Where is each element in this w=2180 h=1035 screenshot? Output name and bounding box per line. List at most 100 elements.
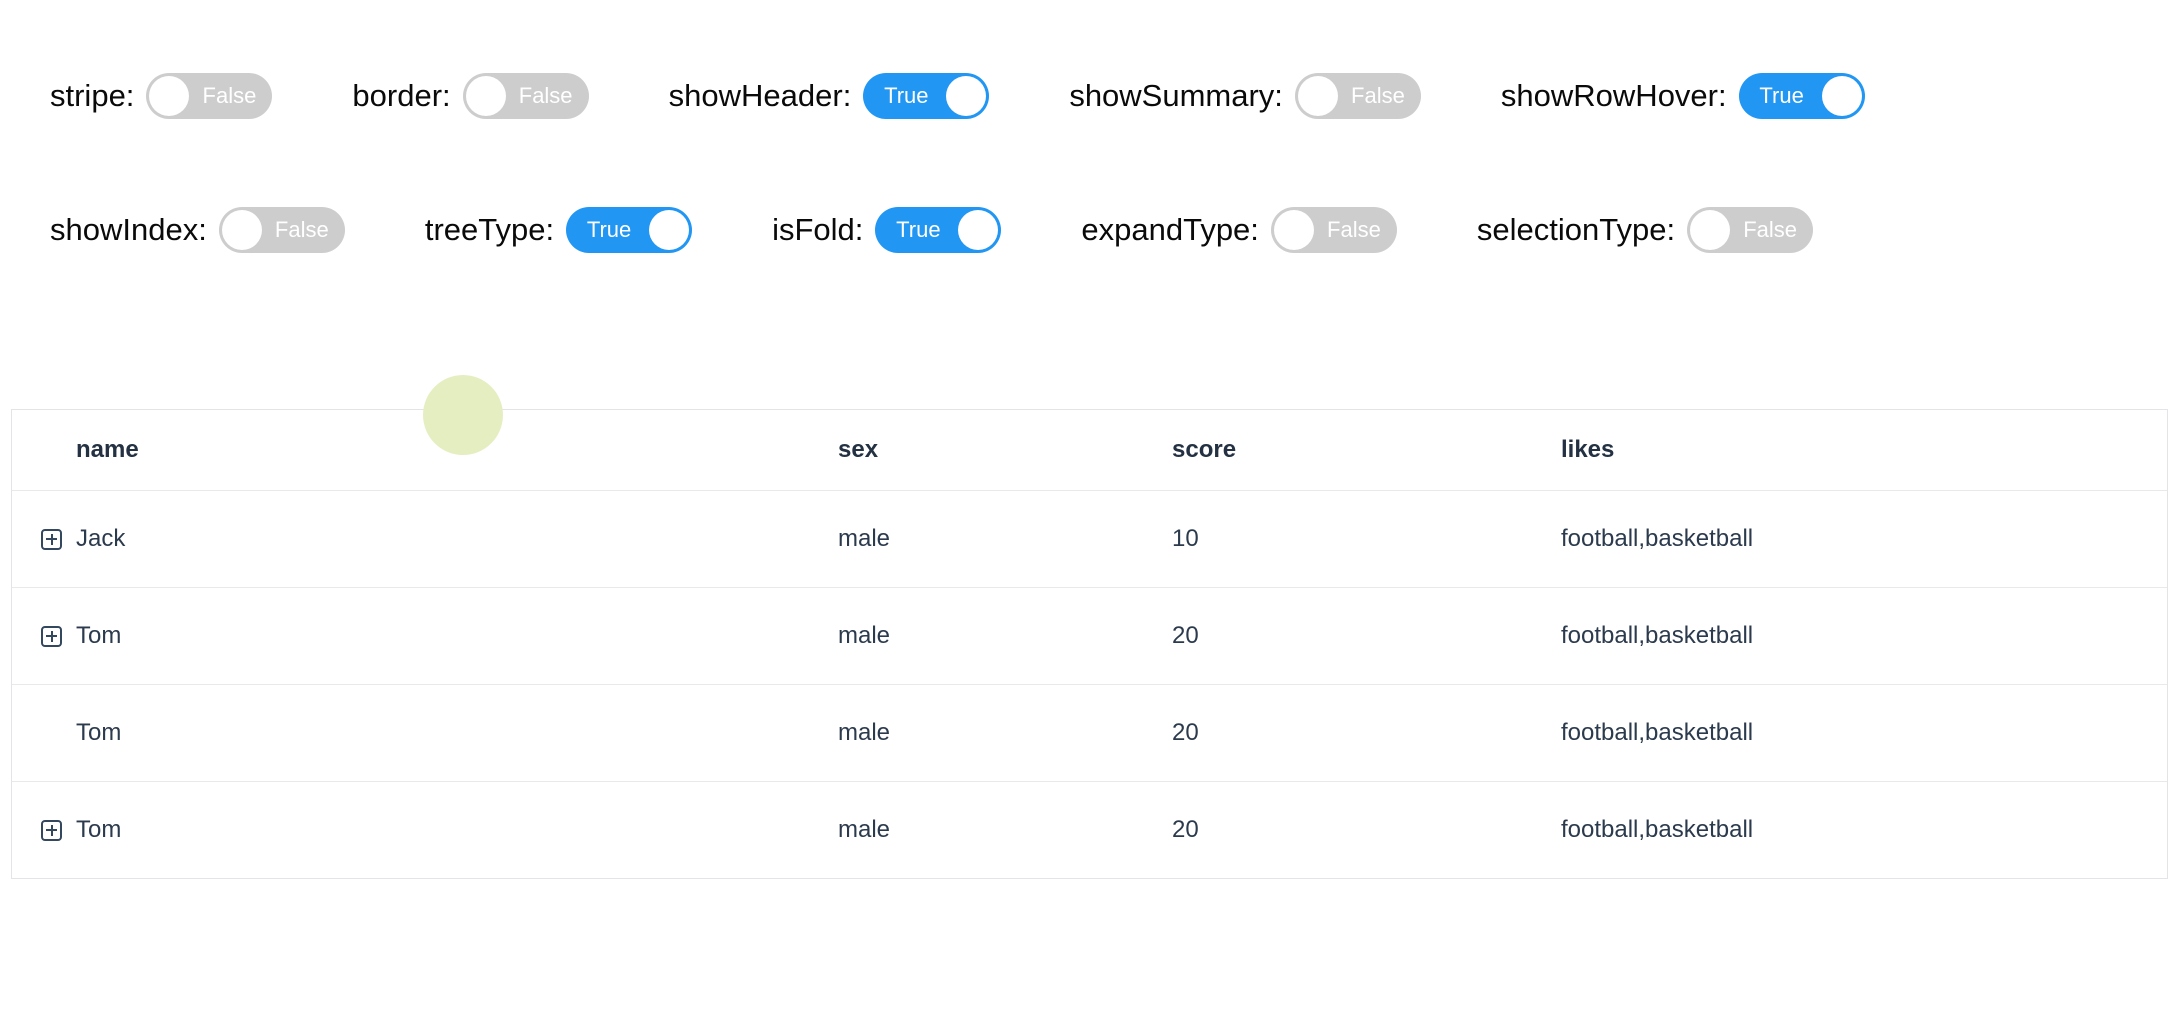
switch-state-label: True: [1759, 83, 1804, 108]
plus-square-icon[interactable]: [41, 819, 62, 841]
sex-value: male: [838, 525, 891, 552]
table-row[interactable]: Tom male 20 football,basketball: [12, 588, 2167, 685]
table-body: Jack male 10 football,basketball Tom mal…: [12, 491, 2167, 878]
switch-knob-icon: [465, 76, 506, 116]
toggle-label: stripe:: [50, 78, 135, 113]
cell-likes: football,basketball: [1550, 816, 2167, 844]
likes-value: football,basketball: [1561, 525, 1754, 552]
toggle-group-expandType: expandType: False: [1081, 207, 1397, 253]
controls-row-2: showIndex: False treeType: True isFold: …: [0, 207, 2180, 253]
toggle-switch-stripe[interactable]: False: [146, 73, 273, 119]
header-score-label: score: [1172, 436, 1237, 463]
table-row[interactable]: Tom male 20 football,basketball: [12, 782, 2167, 878]
toggle-switch-selectionType[interactable]: False: [1687, 207, 1814, 253]
switch-state-label: True: [896, 217, 941, 242]
cell-sex: male: [827, 622, 1161, 650]
switch-knob-icon: [649, 210, 690, 250]
switch-state-label: False: [518, 83, 573, 108]
header-likes: likes: [1550, 436, 2167, 464]
toggle-switch-showIndex[interactable]: False: [218, 207, 345, 253]
toggle-group-showSummary: showSummary: False: [1069, 73, 1421, 119]
toggle-group-showHeader: showHeader: True: [669, 73, 990, 119]
toggle-group-border: border: False: [352, 73, 589, 119]
cell-score: 20: [1161, 622, 1550, 650]
switch-knob-icon: [1297, 76, 1338, 116]
switch-state-label: False: [1351, 83, 1405, 108]
toggle-group-showIndex: showIndex: False: [50, 207, 345, 253]
switch-state-label: False: [1327, 217, 1381, 242]
switch-knob-icon: [149, 76, 190, 116]
name-value: Tom: [76, 719, 122, 746]
score-value: 20: [1172, 719, 1199, 746]
cell-likes: football,basketball: [1550, 525, 2167, 553]
cell-name: Tom: [12, 719, 827, 747]
toggle-group-showRowHover: showRowHover: True: [1501, 73, 1865, 119]
toggle-label: treeType:: [424, 212, 555, 247]
cell-name: Tom: [12, 816, 827, 844]
data-table: name sex score likes Jack male 10 footba…: [11, 409, 2168, 879]
header-name-label: name: [76, 436, 139, 463]
toggle-label: showSummary:: [1069, 78, 1283, 113]
score-value: 10: [1172, 525, 1199, 552]
switch-state-label: True: [884, 83, 929, 108]
toggle-group-isFold: isFold: True: [772, 207, 1002, 253]
likes-value: football,basketball: [1561, 719, 1754, 746]
switch-state-label: False: [1743, 217, 1797, 242]
cell-sex: male: [827, 719, 1161, 747]
toggle-label: isFold:: [772, 212, 864, 247]
switch-state-label: False: [202, 83, 257, 108]
score-value: 20: [1172, 816, 1199, 843]
header-likes-label: likes: [1561, 436, 1615, 463]
header-sex-label: sex: [838, 436, 879, 463]
cell-likes: football,basketball: [1550, 719, 2167, 747]
switch-knob-icon: [221, 210, 262, 250]
switch-knob-icon: [958, 210, 999, 250]
toggle-switch-isFold[interactable]: True: [875, 207, 1002, 253]
toggle-label: showRowHover:: [1500, 78, 1727, 113]
toggle-label: selectionType:: [1476, 212, 1676, 247]
cell-score: 10: [1161, 525, 1550, 553]
switch-knob-icon: [946, 76, 987, 116]
cell-score: 20: [1161, 816, 1550, 844]
toggle-switch-showRowHover[interactable]: True: [1738, 73, 1865, 119]
toggle-group-selectionType: selectionType: False: [1476, 207, 1814, 253]
cell-name: Tom: [12, 622, 827, 650]
sex-value: male: [838, 622, 891, 649]
switch-state-label: True: [586, 217, 632, 242]
table-header: name sex score likes: [12, 410, 2167, 491]
cell-likes: football,basketball: [1550, 622, 2167, 650]
cell-score: 20: [1161, 719, 1550, 747]
cell-name: Jack: [12, 525, 827, 553]
header-sex: sex: [827, 436, 1161, 464]
toggle-switch-showHeader[interactable]: True: [863, 73, 990, 119]
cell-sex: male: [827, 816, 1161, 844]
demo-page: { "controls": { "rows": [ [ { "label": "…: [0, 73, 2180, 1035]
toggle-group-stripe: stripe: False: [50, 73, 273, 119]
switch-knob-icon: [1273, 210, 1314, 250]
toggle-switch-expandType[interactable]: False: [1270, 207, 1397, 253]
toggle-group-treeType: treeType: True: [424, 207, 693, 253]
sex-value: male: [838, 816, 891, 843]
click-indicator: [423, 375, 503, 455]
plus-square-icon[interactable]: [41, 625, 62, 647]
table-row[interactable]: Tom male 20 football,basketball: [12, 685, 2167, 782]
switch-knob-icon: [1821, 76, 1862, 116]
plus-square-icon[interactable]: [41, 528, 62, 550]
switch-knob-icon: [1690, 210, 1731, 250]
sex-value: male: [838, 719, 891, 746]
toggle-label: border:: [352, 78, 451, 113]
likes-value: football,basketball: [1561, 816, 1754, 843]
toggle-label: expandType:: [1081, 212, 1259, 247]
toggle-switch-showSummary[interactable]: False: [1294, 73, 1421, 119]
name-value: Tom: [76, 622, 122, 649]
header-name: name: [12, 436, 827, 464]
table-row[interactable]: Jack male 10 football,basketball: [12, 491, 2167, 588]
toggle-switch-treeType[interactable]: True: [566, 207, 693, 253]
score-value: 20: [1172, 622, 1199, 649]
toggle-switch-border[interactable]: False: [462, 73, 589, 119]
toggle-label: showHeader:: [668, 78, 852, 113]
name-value: Tom: [76, 816, 122, 843]
likes-value: football,basketball: [1561, 622, 1754, 649]
header-score: score: [1161, 436, 1550, 464]
switch-state-label: False: [274, 217, 329, 242]
